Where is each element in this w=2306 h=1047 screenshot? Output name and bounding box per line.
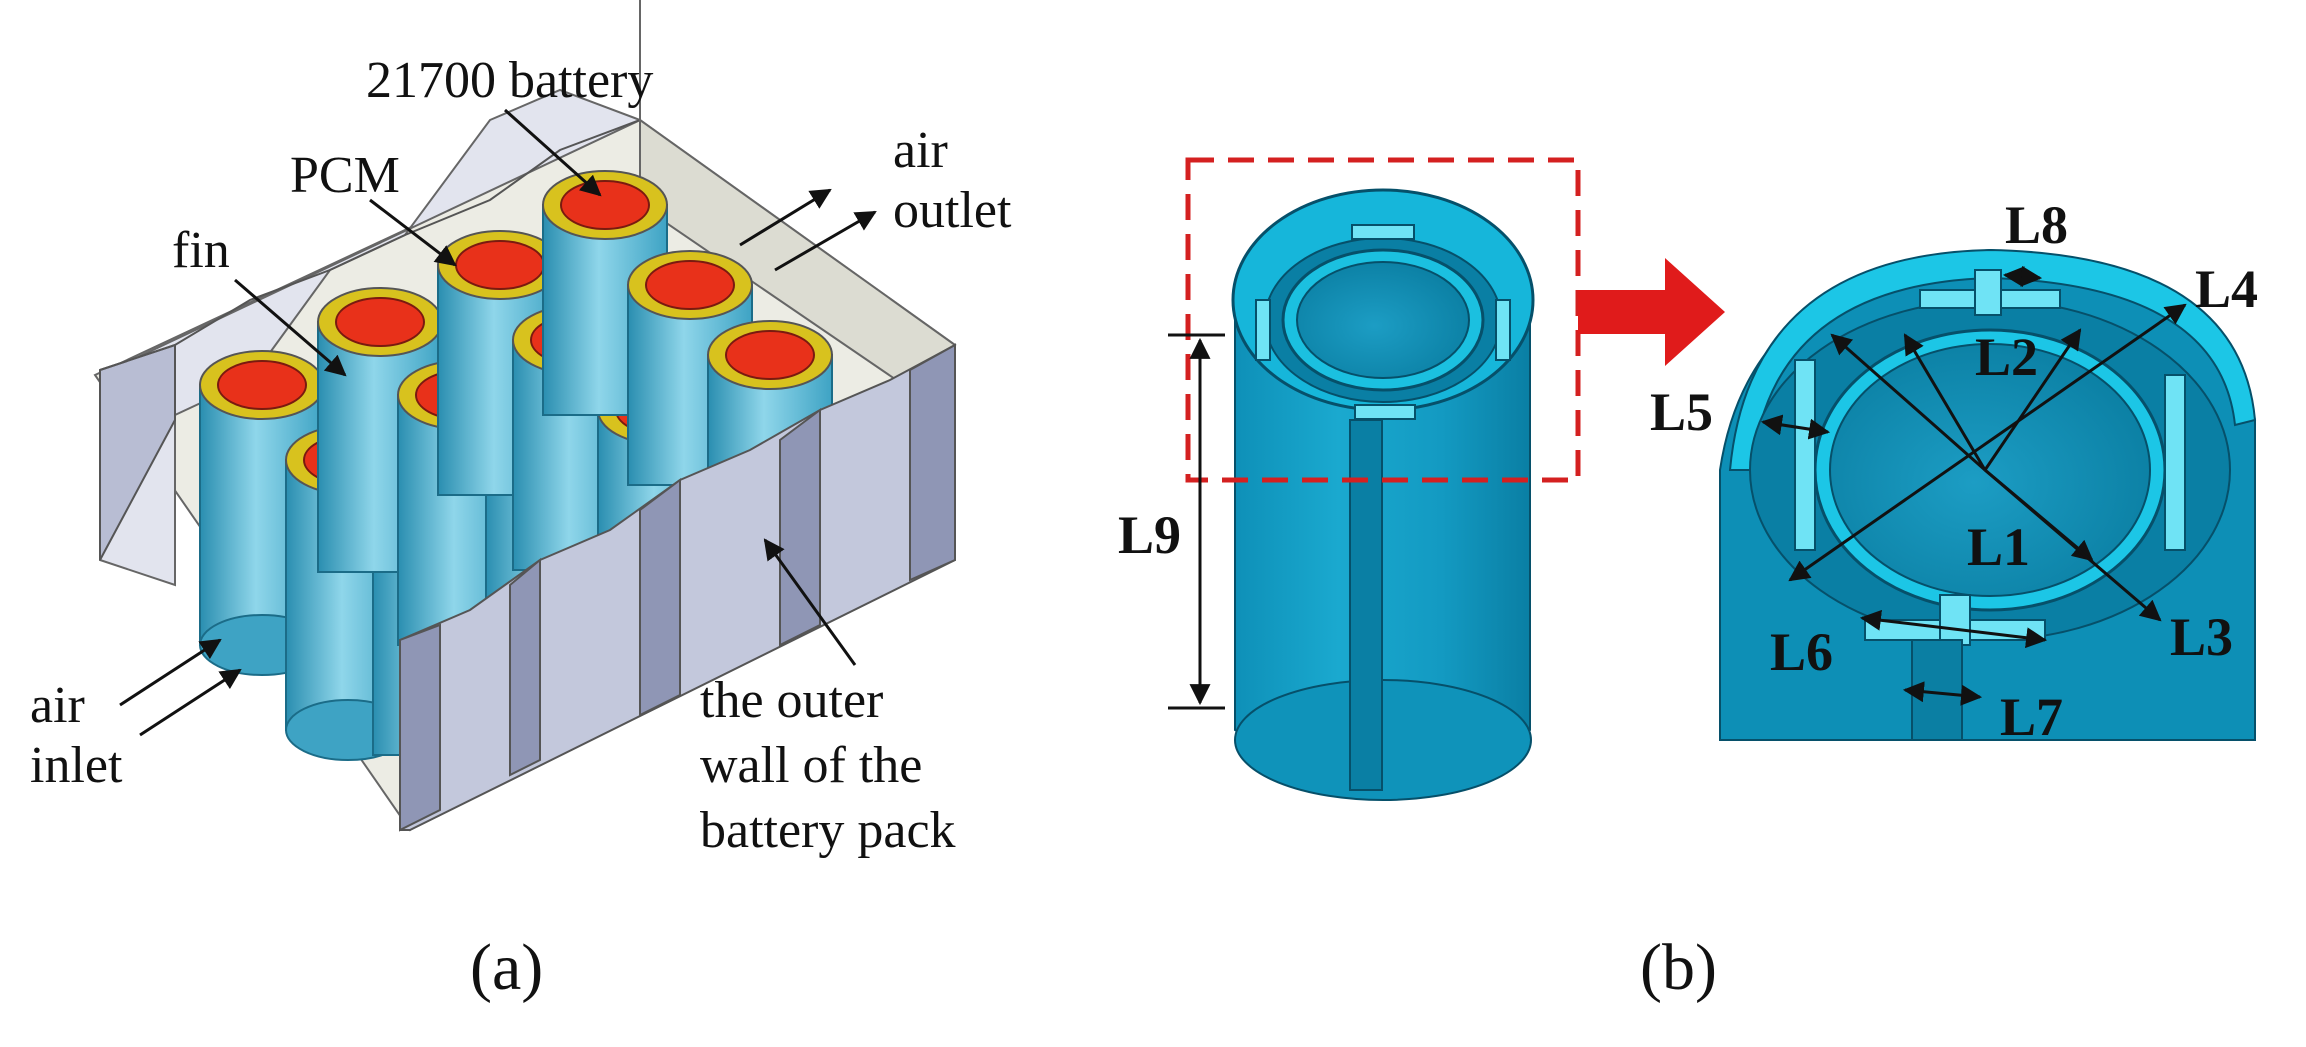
- dim-label-l3: L3: [2170, 607, 2234, 667]
- battery-cell: [627, 250, 753, 486]
- pack-back-top-edge: [99, 119, 641, 371]
- fin-leader-arrow: [234, 278, 347, 377]
- battery-pack-diagram: [93, 0, 957, 832]
- air-inlet-arrow-1: [119, 638, 222, 707]
- dim-label-l7: L7: [2000, 687, 2064, 747]
- battery-leader-arrow: [503, 108, 602, 197]
- battery-cell: [542, 170, 668, 416]
- air-outlet-label-1: air: [893, 122, 948, 179]
- air-outlet-arrow-1: [739, 188, 832, 247]
- zoom-highlight-box: [1185, 157, 1581, 483]
- tube-inner-bore: [1296, 261, 1470, 379]
- dim-label-l4: L4: [2195, 259, 2259, 319]
- dim-label-l8: L8: [2005, 195, 2069, 255]
- air-inlet-label-1: air: [30, 677, 85, 734]
- zoom-arrow: [1578, 258, 1725, 366]
- dim-label-l6: L6: [1770, 622, 1834, 682]
- tube-slot: [1349, 419, 1383, 791]
- dim-label-l2: L2: [1975, 327, 2039, 387]
- outer-wall-label-2: wall of the: [700, 737, 923, 794]
- pcm-leader-arrow: [369, 198, 457, 267]
- l7-arrow: [1902, 681, 1983, 706]
- l4-arrow: [1788, 303, 2187, 582]
- fin-label: fin: [172, 222, 230, 279]
- fin-tube-assembly: [1231, 188, 1535, 801]
- air-outlet-label-2: outlet: [893, 182, 1012, 239]
- dim-label-l5: L5: [1650, 382, 1714, 442]
- zoom-dimension-arrows: [1760, 265, 2187, 706]
- outer-wall-leader-arrow: [763, 538, 857, 666]
- l6-arrow: [1859, 609, 2048, 649]
- outer-wall-label-3: battery pack: [700, 802, 956, 859]
- l5-arrow: [1760, 414, 1831, 440]
- outer-wall-label-1: the outer: [700, 672, 884, 729]
- dim-label-l9: L9: [1118, 505, 1182, 565]
- panel-a-caption: (a): [470, 931, 544, 1004]
- air-outlet-arrow-2: [774, 210, 877, 272]
- panel-a-leaders: [119, 108, 877, 737]
- air-inlet-label-2: inlet: [30, 737, 123, 794]
- dim-label-l1: L1: [1967, 517, 2031, 577]
- tube-fins: [1255, 224, 1511, 420]
- air-inlet-arrow-2: [139, 668, 242, 737]
- battery-label: 21700 battery: [366, 52, 654, 109]
- l9-dimension: [1168, 333, 1225, 710]
- pcm-label: PCM: [290, 147, 400, 204]
- panel-b-caption: (b): [1640, 931, 1717, 1004]
- pack-front-wall-ribs: [399, 343, 956, 832]
- l8-arrow: [2002, 265, 2043, 288]
